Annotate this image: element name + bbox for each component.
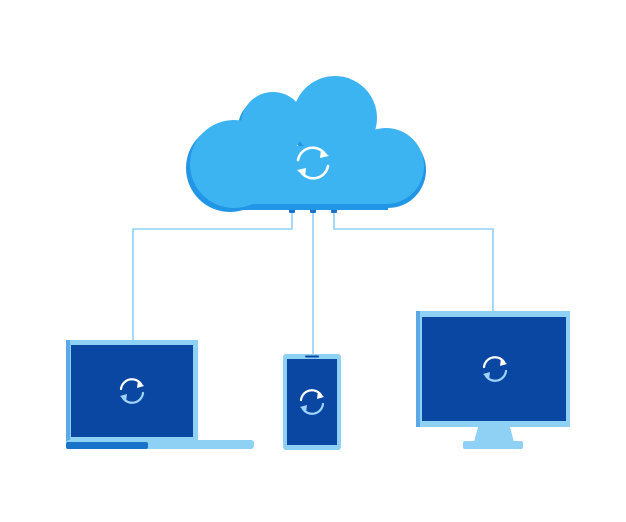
laptop-screen	[71, 345, 193, 437]
cloud-sync-icon	[296, 146, 330, 180]
phone-speaker	[305, 355, 319, 358]
sync-icon	[119, 378, 145, 404]
connection-monitor	[333, 212, 494, 312]
laptop-frame-edge	[66, 340, 70, 442]
sync-icon	[299, 389, 325, 415]
cloud-icon	[186, 76, 426, 212]
connection-laptop	[132, 212, 293, 341]
connection-lines	[132, 212, 494, 356]
sync-icon	[482, 356, 508, 382]
phone-screen	[287, 359, 337, 445]
smartphone-icon	[283, 354, 341, 450]
monitor-neck	[474, 427, 514, 442]
desktop-monitor-icon	[416, 311, 570, 449]
monitor-frame-edge	[416, 311, 420, 427]
monitor-stand	[463, 441, 523, 449]
laptop-base-front	[66, 442, 148, 449]
monitor-screen	[422, 317, 566, 421]
laptop-icon	[66, 340, 254, 449]
